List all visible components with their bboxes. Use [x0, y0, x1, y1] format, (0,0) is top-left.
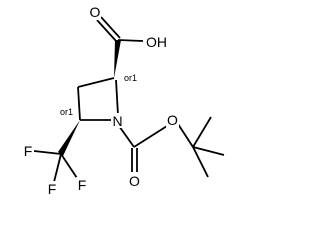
bond-c3-c4 [77, 86, 81, 121]
atom-o-ester-boc: O [167, 112, 178, 128]
bond-cf3-f1 [33, 150, 62, 155]
stereo-label-c4: or1 [60, 107, 73, 117]
bond-cf3-f3 [60, 153, 78, 179]
atom-labels: O OH N O O F F F [22, 4, 179, 197]
bond-tbu-me2 [192, 146, 225, 156]
bond-carboxyl-oh [117, 39, 144, 42]
atom-n-ring: N [112, 113, 122, 129]
bonds [33, 16, 225, 183]
wedge-c2-carboxyl [114, 40, 121, 78]
bond-carbonyl-o-ester [133, 125, 168, 148]
bond-n-carbonyl [118, 125, 135, 148]
bond-carboxyl-o-double-a [96, 19, 117, 42]
bond-cf3-f2 [53, 153, 62, 183]
wedge-c4-cf3 [58, 120, 80, 156]
stereo-label-c2: or1 [124, 73, 137, 83]
atom-f-3: F [78, 177, 87, 193]
bond-tbu-me3 [192, 146, 209, 178]
atom-f-2: F [48, 181, 57, 197]
bond-n-c2 [115, 79, 119, 116]
atom-f-1: F [24, 143, 33, 159]
stereo-labels: or1 or1 [60, 73, 137, 117]
atom-o-carbonyl-boc: O [129, 173, 140, 189]
atom-oh-acid: OH [146, 34, 167, 50]
bond-o-tbu [177, 123, 194, 148]
bond-tbu-me1 [192, 116, 212, 148]
atom-o-carbonyl-acid: O [90, 4, 101, 20]
chemical-structure: O OH N O O F F F or1 or1 [22, 4, 225, 197]
bond-carboxyl-o-double-b [100, 16, 121, 39]
bond-c2-c3 [77, 77, 115, 88]
